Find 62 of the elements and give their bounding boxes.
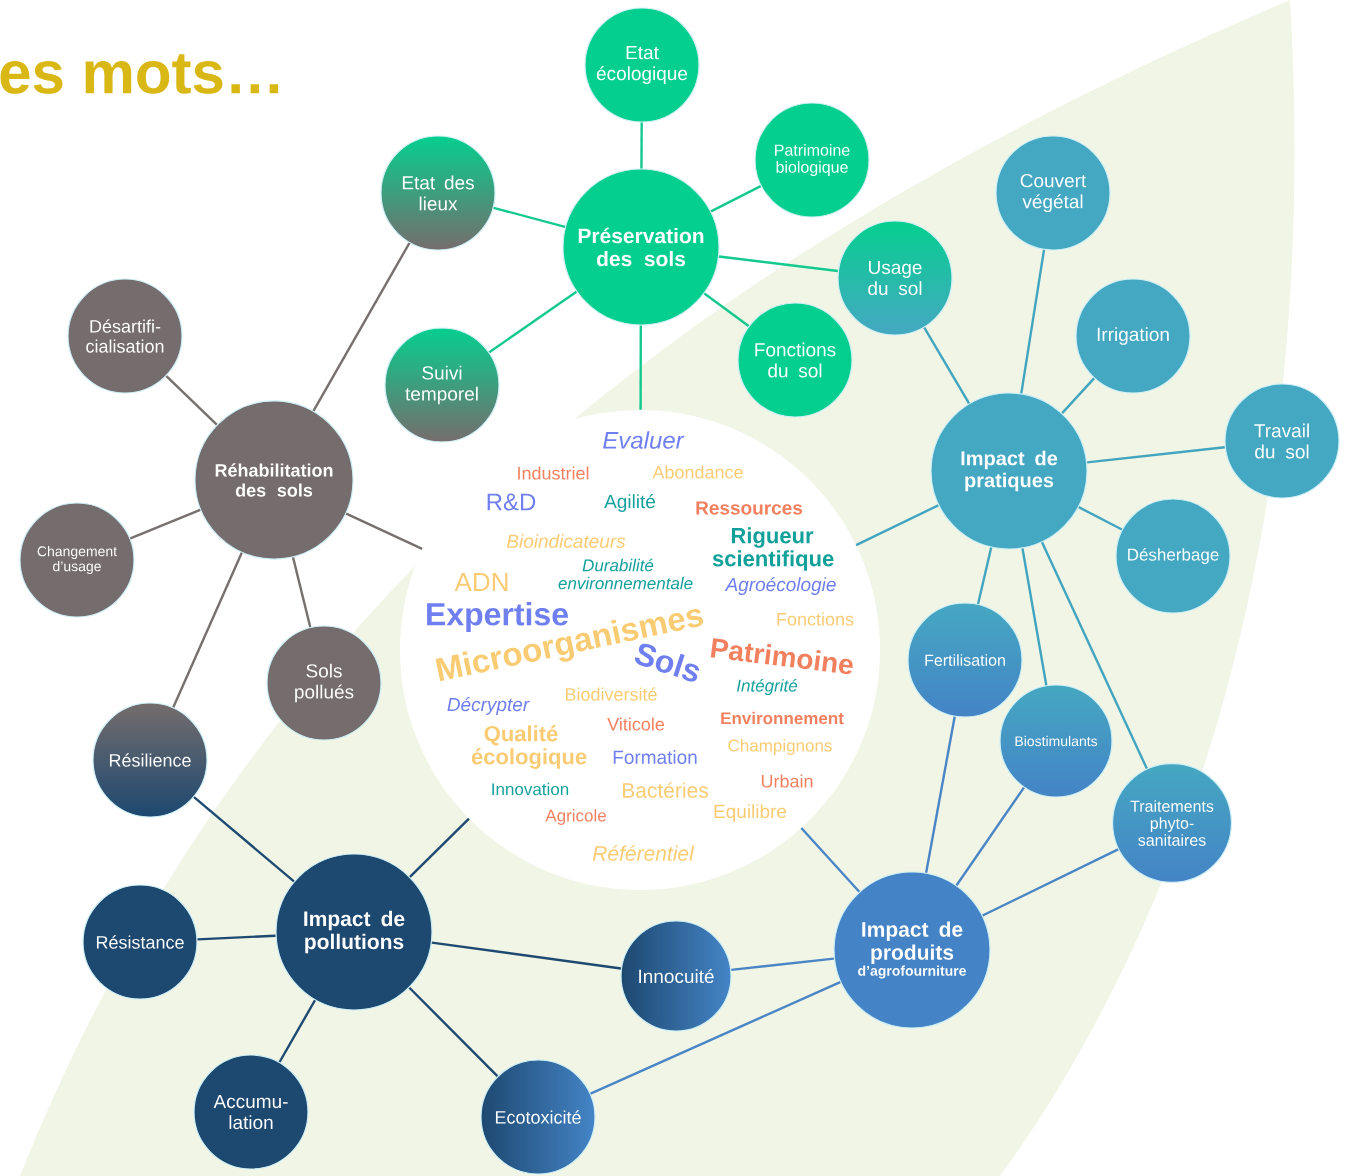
connector-line <box>703 292 750 327</box>
cloud-word: Intégrité <box>736 679 798 696</box>
connector-line <box>855 504 939 547</box>
cloud-word: Innovation <box>492 782 569 796</box>
cloud-word: Abondance <box>652 465 743 479</box>
connector-line <box>409 817 470 878</box>
connector-line <box>718 255 838 273</box>
cloud-word: Ressources <box>696 501 803 515</box>
cloud-word: Référentiel <box>592 845 695 861</box>
connector-line <box>976 547 993 605</box>
connector-line <box>640 122 643 169</box>
cloud-word: Formation <box>613 750 697 764</box>
connector-line <box>193 796 295 883</box>
connector-line <box>1078 506 1123 531</box>
connector-line <box>278 999 316 1063</box>
connector-line <box>165 375 218 426</box>
connector-line <box>982 848 1119 917</box>
cloud-word: Equilibre <box>714 804 787 822</box>
connector-line <box>345 512 423 550</box>
connector-line <box>955 786 1025 886</box>
connector-line <box>172 552 243 708</box>
cloud-word: Durabilité environnementale <box>558 558 693 590</box>
cloud-word: Agroécologie <box>724 577 836 595</box>
cloud-word: Fonctions <box>777 612 854 626</box>
connector-line <box>493 206 566 228</box>
connector-line <box>312 242 411 412</box>
cloud-word: Bioindicateurs <box>506 534 626 548</box>
cloud-word: Industriel <box>518 466 589 480</box>
cloud-word: Champignons <box>728 739 832 755</box>
cloud-word: ADN <box>454 573 508 591</box>
title: es mots… <box>0 54 279 94</box>
connector-line <box>710 185 762 213</box>
connector-line <box>197 934 276 941</box>
cloud-word: Viticole <box>607 717 665 731</box>
connector-line <box>1087 446 1225 464</box>
cloud-word: Rigueur scientifique <box>712 527 834 571</box>
cloud-word: Agilité <box>604 494 656 512</box>
cloud-word: Bactéries <box>622 782 708 798</box>
connector-line <box>924 716 956 873</box>
cloud-word: Décrypter <box>447 697 530 715</box>
cloud-word: Agricole <box>545 809 606 825</box>
connector-line <box>1020 249 1046 394</box>
connector-line <box>1061 377 1095 414</box>
cloud-word: Evaluer <box>603 431 685 449</box>
cloud-word: Environnement <box>721 711 844 725</box>
connector-line <box>431 941 622 970</box>
connector-line <box>923 327 971 404</box>
connector-line <box>408 986 499 1078</box>
connector-line <box>291 557 312 628</box>
cloud-word: R&D <box>487 493 536 511</box>
cloud-word: Patrimoine <box>710 638 853 675</box>
connector-line <box>129 508 201 540</box>
connector-line <box>639 325 642 410</box>
connector-line <box>1021 548 1048 686</box>
connector-line <box>488 290 578 354</box>
connector-line <box>800 827 861 893</box>
connector-line <box>731 957 835 972</box>
connector-line <box>1040 541 1148 770</box>
cloud-word: Biodiversité <box>565 687 657 701</box>
cloud-word: Qualité écologique <box>471 725 587 769</box>
cloud-word: Urbain <box>761 774 813 788</box>
connector-line <box>590 980 841 1095</box>
